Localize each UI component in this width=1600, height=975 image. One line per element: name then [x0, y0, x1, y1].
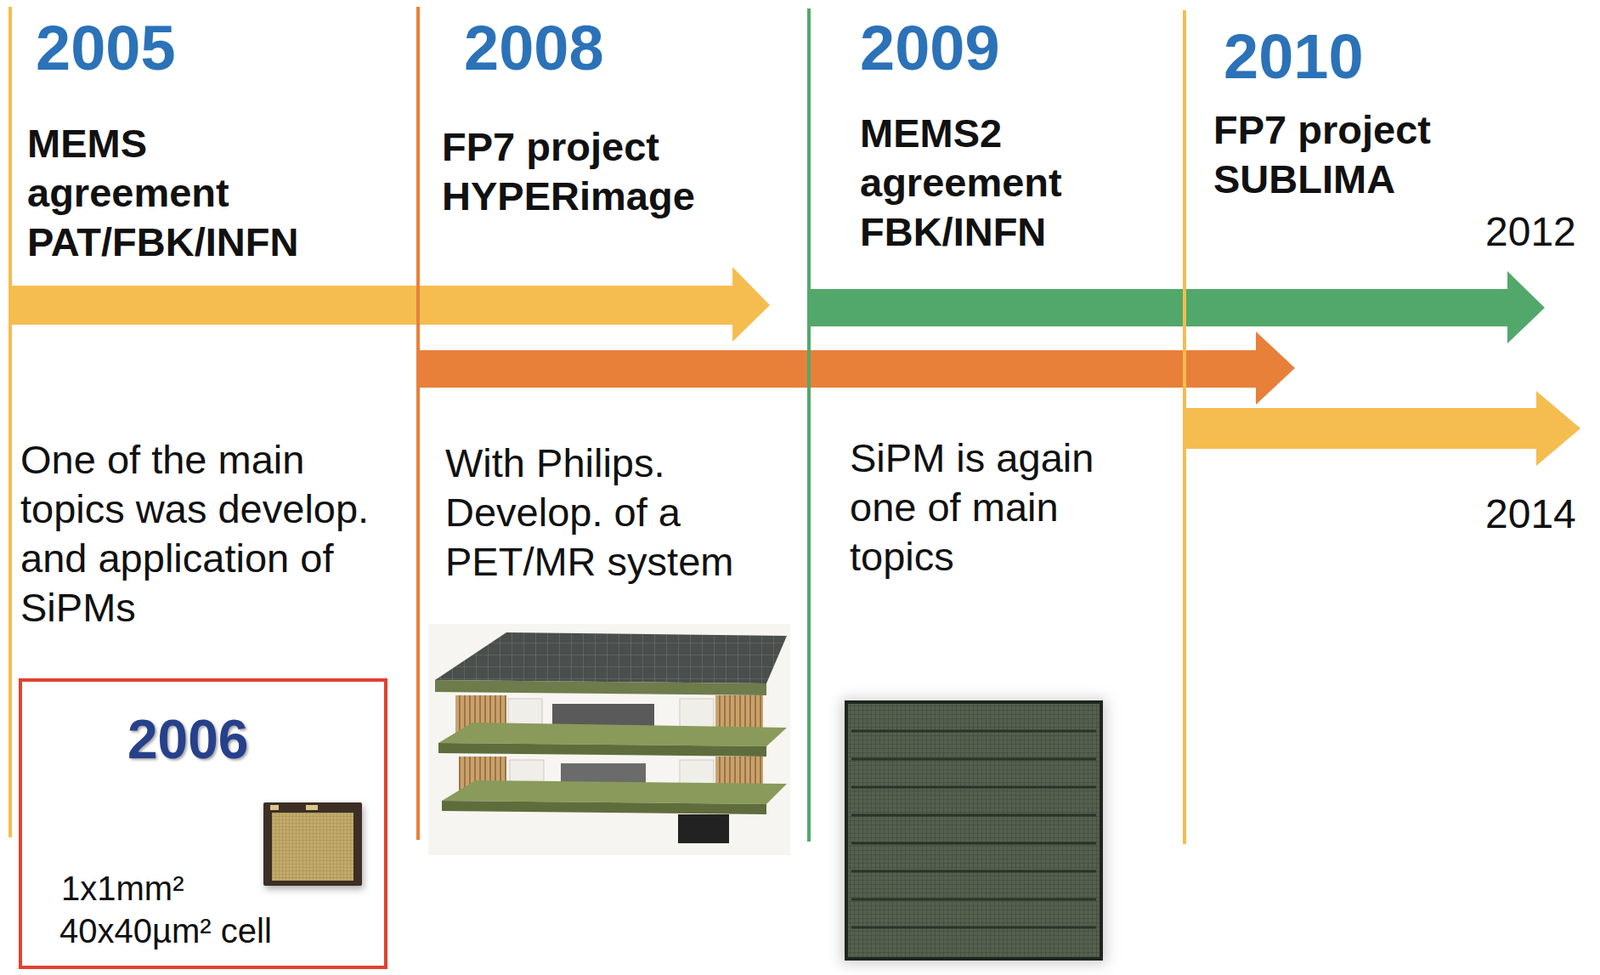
milestone-line	[418, 6, 419, 840]
period-arrow	[418, 331, 1295, 405]
pet-mr-module-photo	[428, 623, 791, 855]
year-label: 2005	[35, 16, 240, 80]
end-year-label: 2014	[1485, 489, 1592, 539]
sipm-array-photo	[841, 698, 1107, 964]
year-label: 2006	[127, 712, 249, 767]
pet-mr-module-photo	[441, 780, 787, 804]
pet-mr-module-photo	[428, 623, 791, 855]
pet-mr-module-photo	[441, 800, 767, 815]
spec-text: 40x40µm² cell	[59, 909, 272, 952]
sipm-chip-photo	[263, 802, 362, 886]
year-label: 2008	[463, 16, 668, 80]
period-arrow	[8, 266, 770, 342]
phase-description: One of the main topics was develop. and …	[20, 435, 386, 633]
milestone-line	[8, 6, 12, 837]
sipm-chip-photo	[305, 804, 318, 810]
sipm-chip-photo	[271, 812, 354, 881]
year-label: 2009	[859, 16, 1064, 80]
pet-mr-module-photo	[435, 632, 787, 684]
pet-mr-module-photo	[438, 742, 767, 757]
year-label: 2010	[1223, 25, 1428, 89]
phase-heading: FP7 project HYPERimage	[441, 122, 723, 221]
milestone-line	[1184, 10, 1186, 844]
period-arrow	[8, 266, 770, 342]
period-arrow	[810, 271, 1545, 344]
end-year-label: 2012	[1485, 207, 1592, 257]
milestone-line	[416, 6, 420, 840]
pet-mr-module-photo	[435, 679, 767, 696]
phase-description: SiPM is again one of main topics	[849, 433, 1131, 582]
sipm-array-photo	[846, 701, 1102, 959]
sipm-chip-photo	[265, 805, 364, 889]
sipm-array-photo	[851, 730, 1097, 928]
period-arrow	[1182, 390, 1581, 466]
phase-heading: MEMS2 agreement FBK/INFN	[859, 108, 1141, 257]
milestone-line	[10, 6, 12, 837]
spec-text: 1x1mm²	[61, 866, 184, 910]
sipm-array-photo	[841, 698, 1107, 964]
phase-heading: FP7 project SUBLIMA	[1213, 105, 1494, 204]
period-arrow	[418, 331, 1295, 405]
pet-mr-module-photo	[438, 722, 787, 747]
period-arrow	[1182, 390, 1581, 466]
milestone-line	[1182, 10, 1187, 844]
phase-description: With Philips. Develop. of a PET/MR syste…	[445, 438, 777, 587]
highlight-box: 2006 1x1mm²40x40µm² cell	[18, 678, 388, 969]
milestone-line	[808, 8, 810, 842]
period-arrow	[810, 271, 1545, 344]
pet-mr-module-photo	[678, 814, 730, 843]
sipm-chip-photo	[263, 802, 364, 889]
phase-heading: MEMS agreement PAT/FBK/INFN	[27, 118, 325, 267]
sipm-chip-photo	[270, 804, 279, 810]
milestone-line	[807, 8, 811, 842]
